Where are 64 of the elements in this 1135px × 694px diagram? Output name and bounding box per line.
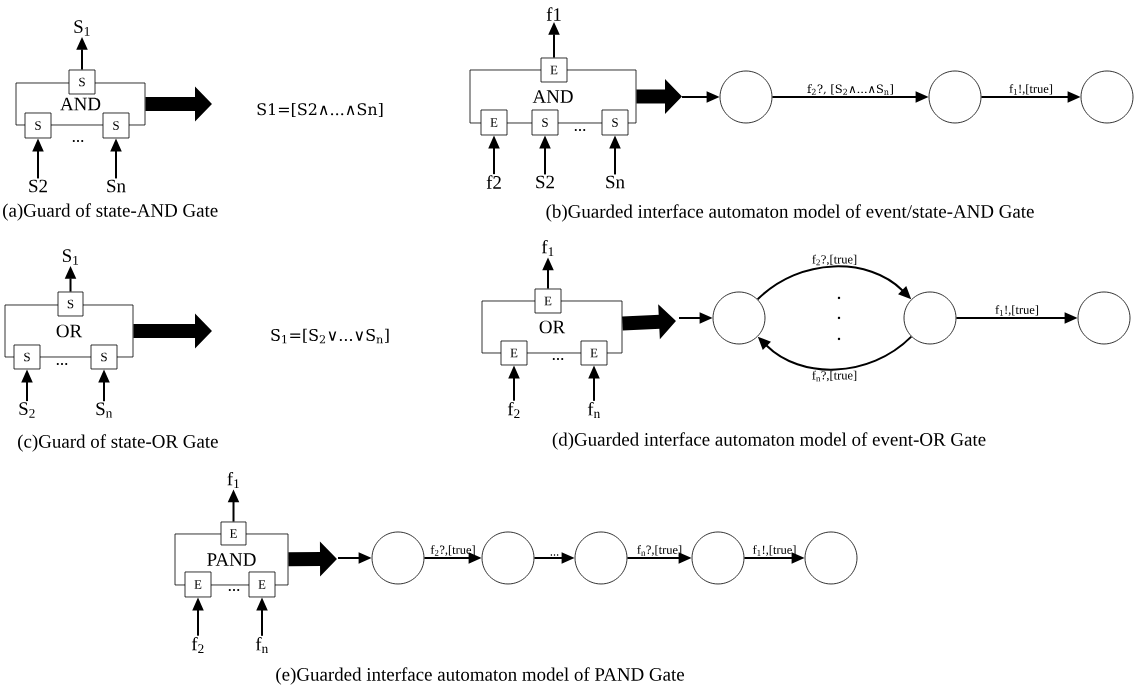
port-box: S (90, 344, 118, 370)
port-box: E (580, 340, 608, 366)
state-circle (574, 531, 628, 585)
signal-label: S$_{1}$ (62, 249, 79, 265)
port-box: E (220, 521, 247, 546)
state-circle (903, 291, 957, 345)
signal-label: f$_{1}$ (541, 239, 554, 257)
ellipsis: ... (228, 589, 240, 591)
port-box: S (102, 112, 130, 139)
signal-label: Sn (606, 175, 625, 189)
port-box: S (531, 109, 559, 136)
signal-label: f1 (546, 7, 561, 21)
ellipsis: ... (56, 363, 68, 365)
caption: (d)Guarded interface automaton model of event-OR Gate (552, 432, 986, 450)
caption: (e)Guarded interface automaton model of PAND Gate (276, 667, 685, 685)
state-circle (928, 70, 982, 124)
signal-label: S2 (536, 175, 554, 189)
edge-label: f$_{2}$?, [S$_{2}$∧...∧S$_{n}$] (807, 84, 893, 95)
signal-label: f$_{n}$ (587, 402, 600, 418)
state-circle (371, 531, 425, 585)
caption: (b)Guarded interface automaton model of event/state-AND Gate (546, 204, 1034, 222)
port-box: E (500, 340, 528, 366)
signal-label: f$_{2}$ (507, 401, 520, 419)
signal-label: S$_{n}$ (96, 402, 113, 418)
caption: (c)Guard of state-OR Gate (18, 434, 218, 452)
port-box: S (24, 112, 52, 139)
port-box: E (540, 57, 568, 83)
port-box: E (248, 571, 276, 598)
signal-label: f$_{2}$ (191, 636, 204, 654)
signal-label: S$_{2}$ (19, 402, 35, 418)
edge-label: f$_{1}$!,[true] (752, 545, 796, 556)
signal-label: Sn (107, 179, 126, 193)
signal-label: S2 (29, 179, 47, 193)
port-box: E (480, 109, 508, 136)
state-circle (804, 531, 858, 585)
edge-label: f$_{2}$?,[true] (812, 254, 857, 266)
signal-label: S$_{1}$ (74, 20, 90, 36)
signal-label: f2 (486, 175, 501, 189)
state-circle (691, 531, 745, 585)
edge-label: f$_{n}$?,[true] (812, 370, 857, 382)
state-circle (1080, 70, 1134, 124)
ellipsis: ... (574, 129, 586, 131)
state-circle (712, 291, 766, 345)
edge-label: f$_{1}$!,[true] (995, 305, 1039, 316)
ellipsis: ... (72, 140, 84, 142)
caption: (a)Guard of state-AND Gate (3, 203, 218, 221)
guard-formula: S1=[S2∧...∧Sn] (257, 102, 383, 118)
state-circle (719, 70, 773, 124)
port-box: S (601, 109, 629, 136)
port-box: S (13, 344, 41, 370)
state-circle (481, 531, 535, 585)
ellipsis: ... (552, 358, 564, 360)
port-box: E (184, 571, 212, 598)
edge-label: f$_{n}$?,[true] (637, 545, 682, 556)
state-circle (1077, 291, 1131, 345)
guard-formula: S$_{1}$=[S$_{2}$∨...∨S$_{n}$] (271, 328, 389, 344)
port-box: E (534, 288, 562, 314)
edge-label: f$_{2}$?,[true] (430, 545, 475, 556)
edge-label: f$_{1}$!,[true] (1009, 84, 1053, 95)
signal-label: f$_{1}$ (227, 471, 239, 489)
edge-label: ... (550, 554, 559, 556)
port-box: S (57, 291, 84, 317)
signal-label: f$_{n}$ (255, 637, 268, 653)
port-box: S (68, 69, 96, 95)
